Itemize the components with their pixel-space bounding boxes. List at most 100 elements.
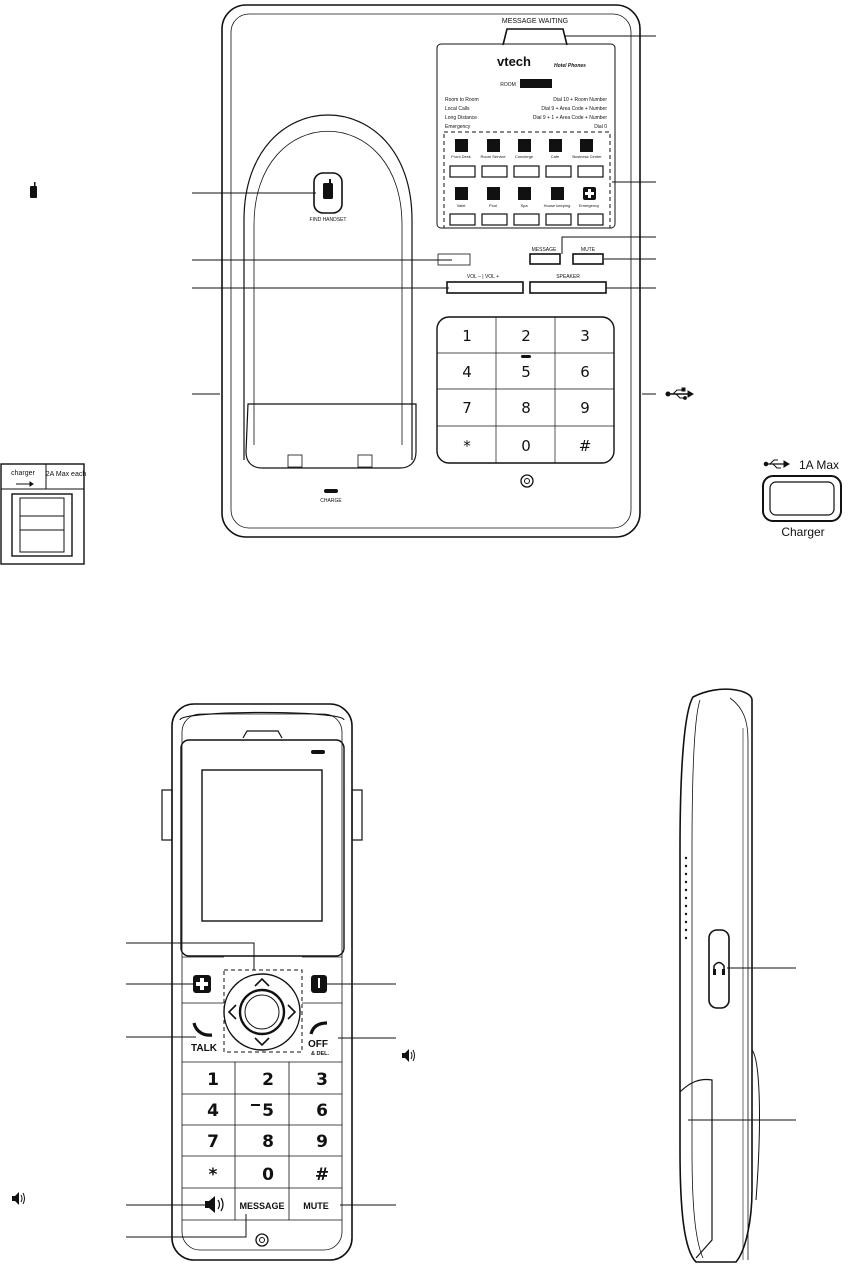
svg-text:*: * <box>209 1165 218 1185</box>
off-label: OFF <box>308 1039 328 1050</box>
find-handset-key[interactable] <box>311 975 327 993</box>
speaker-icon <box>205 1196 224 1213</box>
svg-text:Emergency: Emergency <box>445 124 471 130</box>
svg-text:House keeping: House keeping <box>544 203 571 208</box>
off-button[interactable]: OFF & DEL. <box>308 1021 329 1057</box>
svg-text:Cafe: Cafe <box>551 154 560 159</box>
right-clip <box>351 789 363 841</box>
brand-subtitle: Hotel Phones <box>554 63 586 69</box>
handset-screen <box>201 769 323 922</box>
svg-text:Spa: Spa <box>520 203 528 208</box>
svg-text:8: 8 <box>262 1132 274 1152</box>
base-callout-lines <box>192 35 656 395</box>
usb-icon <box>763 459 790 469</box>
right-arrow-icon <box>287 1004 297 1020</box>
handset-side-view <box>679 688 796 1263</box>
left-clip <box>161 789 173 841</box>
handset-screw <box>255 1233 269 1247</box>
cradle-contacts <box>287 454 373 468</box>
usb-charger-socket[interactable] <box>11 493 73 557</box>
side-outline <box>679 688 753 1263</box>
handset-mute-button[interactable]: MUTE <box>303 1201 329 1211</box>
service-buttons-top[interactable] <box>449 165 604 178</box>
handset-outline <box>171 703 353 1261</box>
handset-message-button[interactable]: MESSAGE <box>239 1201 284 1211</box>
svg-text:3: 3 <box>580 327 590 345</box>
svg-text:Room to Room: Room to Room <box>445 97 479 103</box>
speaker-button[interactable] <box>529 281 607 294</box>
svg-text:#: # <box>315 1165 329 1185</box>
navigation-ring[interactable] <box>223 973 301 1051</box>
handset-indicator-light <box>311 750 325 754</box>
pool-icon <box>487 187 500 200</box>
base-screw <box>520 474 534 488</box>
room-service-icon <box>487 139 500 152</box>
speaker-icon <box>12 1192 25 1205</box>
base-unit: MESSAGE WAITING FIND HANDSET CHARGE vtec… <box>30 4 694 538</box>
headset-jack-cover[interactable] <box>708 929 730 1009</box>
svg-text:1: 1 <box>462 327 472 345</box>
front-desk-icon <box>455 139 468 152</box>
message-waiting-light <box>502 28 568 46</box>
svg-text:Dial 9 + 1 + Area Code + Numbe: Dial 9 + 1 + Area Code + Number <box>533 115 607 121</box>
talk-label: TALK <box>191 1043 218 1054</box>
cradle-outline <box>243 114 413 460</box>
base-body-inner <box>230 13 632 529</box>
svg-text:8: 8 <box>521 399 531 417</box>
svg-text:Concierge: Concierge <box>515 154 534 159</box>
svg-text:1: 1 <box>207 1070 219 1090</box>
volume-key-label: VOL – | VOL + <box>467 274 499 280</box>
svg-text:0: 0 <box>262 1165 274 1185</box>
concierge-icon <box>518 139 531 152</box>
svg-text:Long Distance: Long Distance <box>445 115 477 121</box>
spa-icon <box>518 187 531 200</box>
emergency-cross-icon[interactable] <box>193 975 211 993</box>
navigation-area <box>223 969 303 1053</box>
message-button[interactable] <box>529 253 561 265</box>
belt-clip <box>679 1078 713 1259</box>
service-buttons-bottom[interactable] <box>449 213 604 226</box>
charger-socket[interactable] <box>762 475 842 522</box>
handset-keypad-keys[interactable]: 1 2 3 4 5 6 7 8 9 * 0 # <box>207 1070 329 1185</box>
mute-button[interactable] <box>572 253 604 265</box>
talk-button[interactable]: TALK <box>191 1022 218 1054</box>
handset-keypad-grid <box>182 1061 342 1221</box>
svg-text:9: 9 <box>316 1132 328 1152</box>
earpiece <box>242 730 283 739</box>
talk-phone-icon <box>192 1022 213 1037</box>
up-arrow-icon <box>254 977 270 987</box>
base-body-outline <box>221 4 641 538</box>
base-keypad <box>436 316 615 464</box>
handset-front: TALK OFF & DEL. 1 2 3 4 5 6 7 8 9 <box>12 703 415 1261</box>
charger-port-label: charger <box>11 470 35 477</box>
message-waiting-label: MESSAGE WAITING <box>502 18 568 25</box>
speaker-icon <box>402 1049 415 1062</box>
svg-text:0: 0 <box>521 437 531 455</box>
svg-text:5: 5 <box>262 1101 274 1121</box>
svg-text:Dial 0: Dial 0 <box>594 124 607 130</box>
svg-text:6: 6 <box>316 1101 328 1121</box>
handset-icon <box>30 182 37 198</box>
base-keypad-keys[interactable]: 1 2 3 4 5 6 7 8 9 * 0 # <box>462 327 591 455</box>
charger-port-rating: 2A Max each <box>46 471 87 478</box>
svg-text:Valet: Valet <box>457 203 467 208</box>
brand-logo: vtech <box>497 54 531 69</box>
select-button[interactable] <box>238 988 286 1036</box>
usb-icon <box>665 387 694 400</box>
svg-text:2: 2 <box>262 1070 274 1090</box>
cradle-inner <box>253 130 403 445</box>
left-arrow-icon <box>227 1004 237 1020</box>
service-keys-area <box>443 131 611 229</box>
cradle-bottom <box>245 403 417 469</box>
svg-text:2: 2 <box>521 327 531 345</box>
speaker-button[interactable] <box>205 1196 224 1213</box>
usb-icon <box>16 481 34 487</box>
svg-text:4: 4 <box>207 1101 219 1121</box>
charger-rating: 1A Max <box>799 458 839 472</box>
emergency-cross-icon <box>583 187 596 200</box>
dial-instructions: Room to Room Dial 10 + Room Number Local… <box>445 97 607 130</box>
service-keys-top-row: Front Desk Room Service Concierge Cafe B… <box>451 139 602 159</box>
volume-button[interactable] <box>446 281 524 294</box>
valet-icon <box>455 187 468 200</box>
svg-text:Front Desk: Front Desk <box>451 154 471 159</box>
